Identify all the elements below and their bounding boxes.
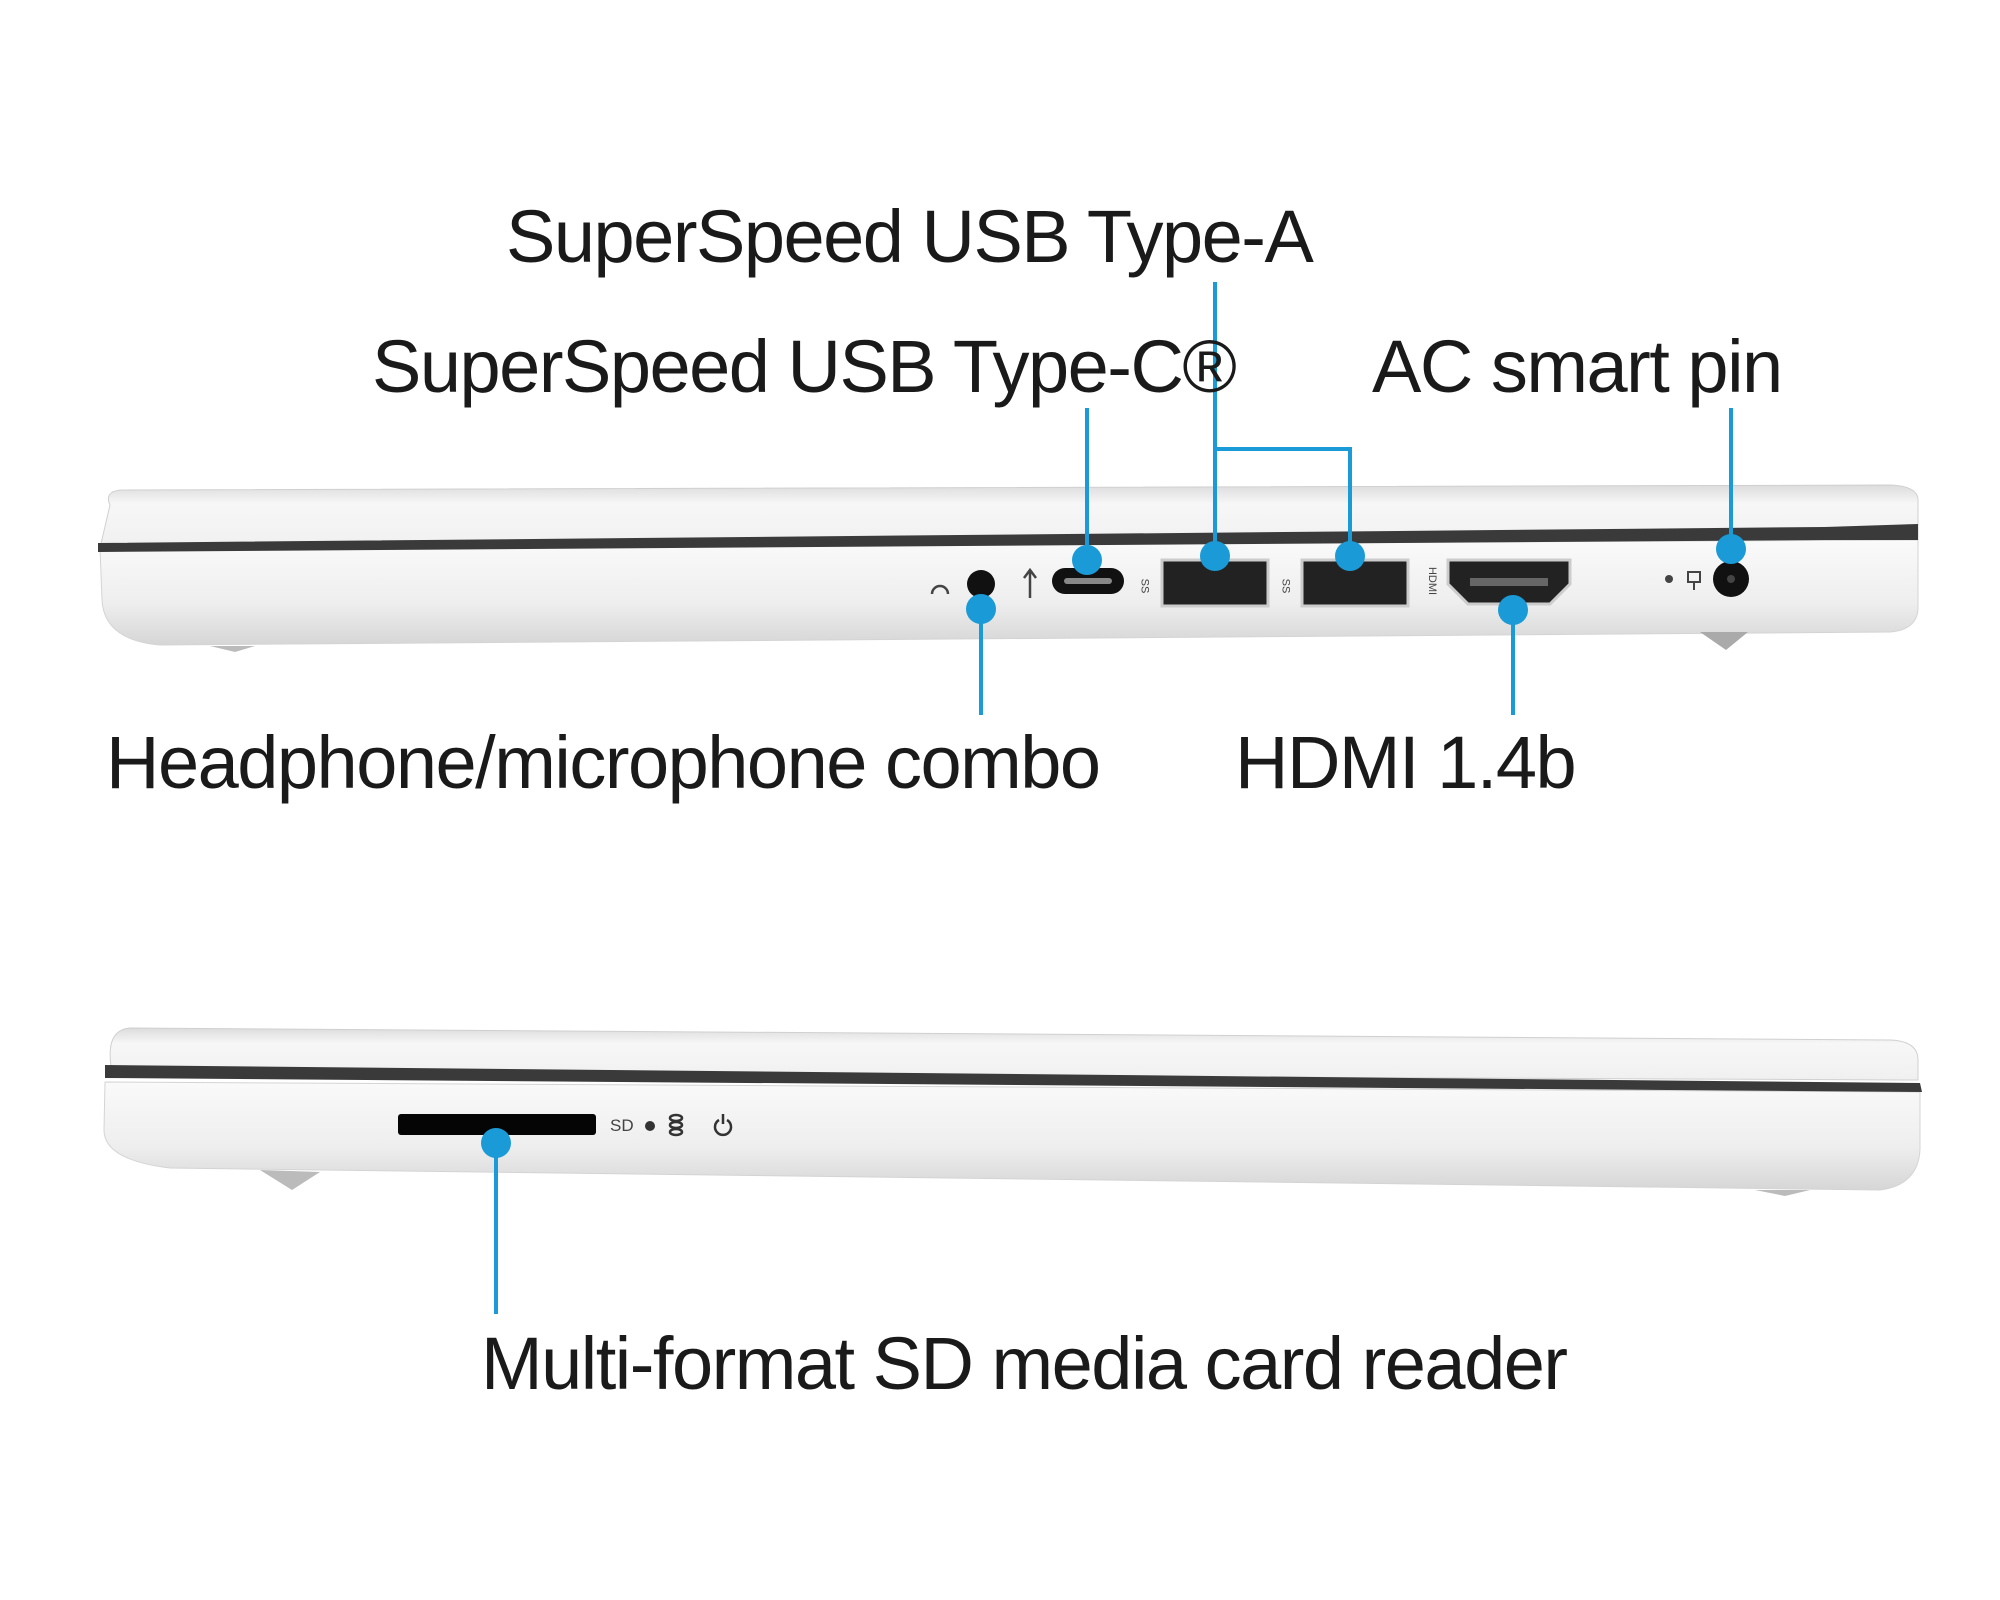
ss-marking-1: SS	[1138, 578, 1151, 594]
hdmi-marking: HDMI	[1426, 566, 1439, 596]
indicator-light	[645, 1121, 655, 1131]
callouts	[494, 282, 1733, 1314]
label-hdmi: HDMI 1.4b	[1235, 721, 1577, 804]
label-ac-pin: AC smart pin	[1372, 325, 1783, 408]
label-sd-reader: Multi-format SD media card reader	[481, 1322, 1568, 1405]
lid-seam	[105, 1065, 1922, 1092]
lid-seam	[98, 524, 1918, 552]
ss-marking-2: SS	[1279, 578, 1292, 594]
storage-icon	[668, 1113, 684, 1137]
headphone-jack	[967, 570, 995, 598]
laptop-left-side	[103, 1027, 1922, 1196]
sd-marking: SD	[610, 1116, 634, 1135]
power-icon	[713, 1114, 733, 1137]
laptop-right-side	[98, 484, 1919, 652]
usb-icon	[1023, 567, 1037, 598]
sd-card-slot	[398, 1114, 596, 1135]
callout-line-usb-a	[1213, 282, 1352, 556]
headphone-icon	[930, 584, 950, 595]
label-usb-c: SuperSpeed USB Type-C®	[372, 325, 1237, 408]
power-plug-icon	[1687, 571, 1701, 590]
label-headphone: Headphone/microphone combo	[106, 721, 1101, 804]
callout-dots	[481, 534, 1746, 1158]
label-usb-a: SuperSpeed USB Type-A	[506, 195, 1314, 278]
